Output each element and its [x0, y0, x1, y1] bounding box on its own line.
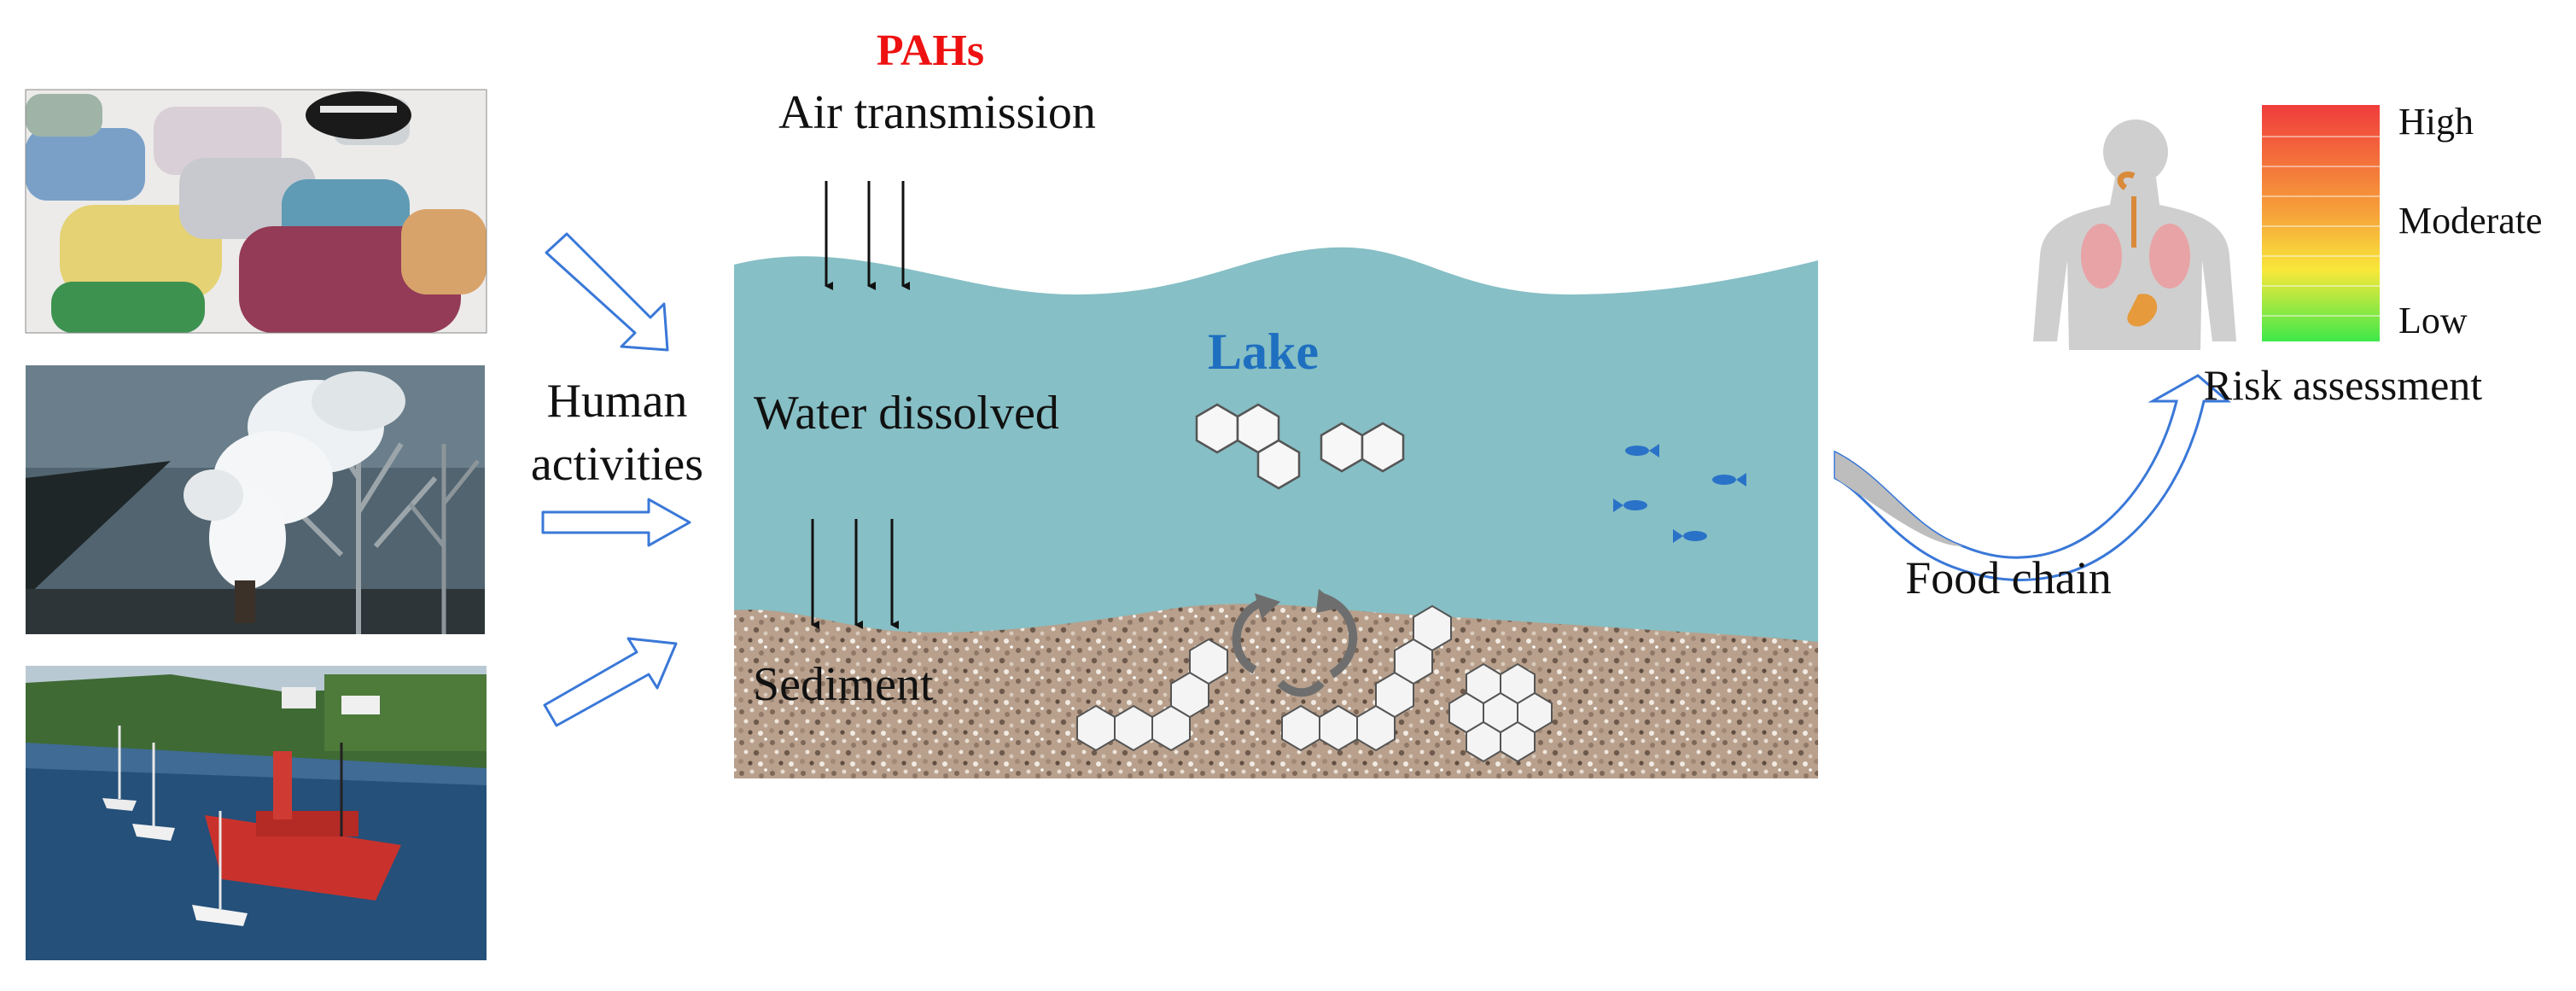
- traffic-photo: [25, 89, 487, 334]
- pahs-label: PAHs: [877, 26, 984, 75]
- sediment-label: Sediment: [753, 658, 934, 711]
- source-arrow-bottom: [543, 637, 678, 727]
- food-chain-arrow: [1833, 374, 2232, 581]
- phenanthrene-molecule-icon: [1195, 403, 1301, 490]
- source-arrow-middle: [541, 498, 691, 547]
- lungs-icon: [2081, 224, 2190, 289]
- human-activities-label-line2: activities: [531, 438, 703, 491]
- ship-icon: [205, 743, 401, 901]
- risk-level-moderate: Moderate: [2398, 200, 2543, 242]
- sediment-pah-molecules: [1076, 604, 1553, 763]
- smoke-icon: [184, 371, 405, 623]
- risk-level-high: High: [2398, 101, 2474, 143]
- exchange-cycle-arrowheads: [1255, 589, 1342, 619]
- speech-bubble-icon: [306, 91, 411, 139]
- air-transmission-label: Air transmission: [778, 86, 1096, 139]
- naphthalene-molecule-icon: [1320, 422, 1405, 473]
- risk-level-low: Low: [2398, 300, 2468, 341]
- food-chain-label: Food chain: [1905, 552, 2111, 603]
- risk-assessment-label: Risk assessment: [2204, 361, 2483, 409]
- water-dissolved-label: Water dissolved: [754, 387, 1059, 440]
- stomach-icon: [2127, 294, 2158, 327]
- human-activities-label-line1: Human: [547, 375, 688, 428]
- air-deposition-arrows: [825, 181, 910, 290]
- sediment-deposition-arrows: [811, 519, 899, 629]
- human-body-icon: [2033, 120, 2236, 350]
- risk-scale-bar: [2262, 105, 2380, 341]
- sailboat-icon: [102, 726, 248, 926]
- source-arrow-top: [545, 232, 669, 352]
- sediment-layer: [734, 603, 1818, 778]
- car-icon: [26, 94, 487, 333]
- lake-label: Lake: [1208, 324, 1319, 380]
- harbor-photo: [26, 666, 487, 960]
- fish-icon: [1613, 444, 1746, 543]
- smoke-photo: [26, 365, 485, 634]
